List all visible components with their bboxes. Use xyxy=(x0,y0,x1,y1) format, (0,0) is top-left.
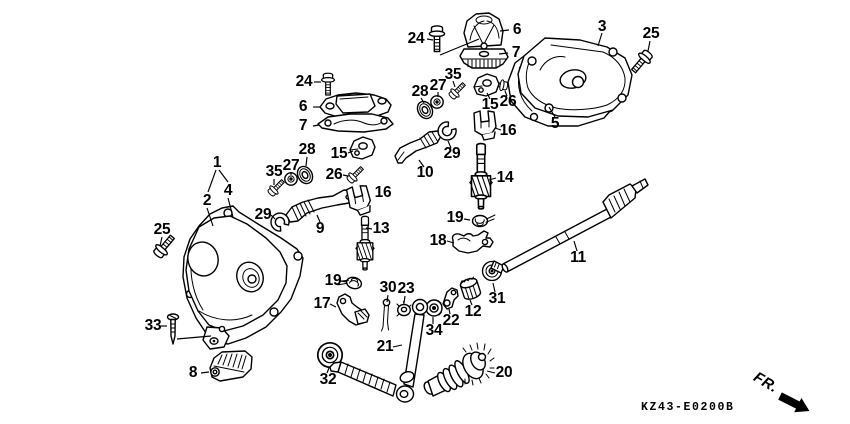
callout-19: 19 xyxy=(324,272,342,289)
callout-28: 28 xyxy=(298,141,316,158)
callout-12: 12 xyxy=(464,303,482,320)
callout-2: 2 xyxy=(202,192,212,209)
callout-24: 24 xyxy=(407,30,425,47)
diagram-code: KZ43-E0200B xyxy=(641,401,735,414)
part-screw-33 xyxy=(166,313,180,345)
part-ring-23 xyxy=(396,301,412,317)
part-gasket-7-left xyxy=(317,113,394,133)
callout-33: 33 xyxy=(144,317,162,334)
callout-1: 1 xyxy=(212,154,222,171)
callout-4: 4 xyxy=(223,182,233,199)
callout-9: 9 xyxy=(315,220,325,237)
part-lever-10 xyxy=(394,130,442,164)
callout-25: 25 xyxy=(153,221,171,238)
callout-23: 23 xyxy=(397,280,415,297)
part-nut-34 xyxy=(425,299,443,317)
part-mount-cap-6-mid xyxy=(463,12,504,50)
part-bracket-16-right xyxy=(473,110,497,141)
callout-16: 16 xyxy=(499,122,517,139)
callout-8: 8 xyxy=(188,364,198,381)
callout-18: 18 xyxy=(429,232,447,249)
callout-7: 7 xyxy=(511,44,521,61)
callout-7: 7 xyxy=(298,117,308,134)
part-cover-2 xyxy=(185,215,288,350)
callout-35: 35 xyxy=(265,163,283,180)
part-gear-cluster-20 xyxy=(423,342,495,397)
callout-32: 32 xyxy=(319,371,337,388)
part-lever-9 xyxy=(285,189,356,223)
callout-20: 20 xyxy=(495,364,513,381)
callout-6: 6 xyxy=(298,98,308,115)
part-gear-12 xyxy=(459,276,482,300)
callout-21: 21 xyxy=(376,338,394,355)
part-shift-shaft-11 xyxy=(490,178,649,274)
part-link-22 xyxy=(442,287,459,310)
part-spring-clip-19-right xyxy=(471,214,496,228)
part-mount-base-7-mid xyxy=(459,48,509,69)
part-plate-6-left xyxy=(319,92,392,119)
callout-5: 5 xyxy=(550,115,560,132)
part-bracket-18 xyxy=(451,230,494,254)
callout-19: 19 xyxy=(446,209,464,226)
part-valve-stem-13 xyxy=(355,215,375,271)
callout-27: 27 xyxy=(282,157,300,174)
part-bracket-15-right xyxy=(473,73,500,97)
callout-26: 26 xyxy=(325,166,343,183)
part-cover-3 xyxy=(517,37,633,118)
callout-22: 22 xyxy=(442,312,460,329)
part-rocker-17 xyxy=(336,293,370,326)
part-cotter-pin-30 xyxy=(381,298,391,332)
callout-29: 29 xyxy=(254,206,272,223)
callout-25: 25 xyxy=(642,25,660,42)
fr-arrow-icon xyxy=(778,392,810,413)
callout-29: 29 xyxy=(443,145,461,162)
callout-17: 17 xyxy=(313,295,331,312)
callout-34: 34 xyxy=(425,322,443,339)
callout-16: 16 xyxy=(374,184,392,201)
part-bolt-24-top xyxy=(428,25,446,53)
part-bolt-26-left xyxy=(344,163,367,186)
callout-15: 15 xyxy=(330,145,348,162)
callout-31: 31 xyxy=(488,290,506,307)
callout-3: 3 xyxy=(597,18,607,35)
part-bolt-25-right xyxy=(627,47,656,77)
part-bracket-15-left xyxy=(349,136,376,160)
callout-10: 10 xyxy=(416,164,434,181)
callout-15: 15 xyxy=(481,96,499,113)
callout-11: 11 xyxy=(570,249,586,266)
leader-lines xyxy=(159,29,651,374)
part-washer-27-right xyxy=(430,95,444,109)
part-valve-stem-14 xyxy=(469,142,493,210)
part-bolt-24-left xyxy=(320,72,336,96)
part-contact-block-8 xyxy=(209,350,253,382)
callout-6: 6 xyxy=(512,21,522,38)
part-gearshift-arm-21 xyxy=(329,298,429,403)
part-bracket-16-left xyxy=(345,184,373,218)
callout-30: 30 xyxy=(379,279,397,296)
callout-35: 35 xyxy=(444,66,462,83)
callout-28: 28 xyxy=(411,83,429,100)
callout-27: 27 xyxy=(429,77,447,94)
callout-13: 13 xyxy=(372,220,390,237)
callout-26: 26 xyxy=(499,93,517,110)
callout-24: 24 xyxy=(295,73,313,90)
callout-14: 14 xyxy=(496,169,514,186)
part-clip-29-right xyxy=(437,121,457,141)
